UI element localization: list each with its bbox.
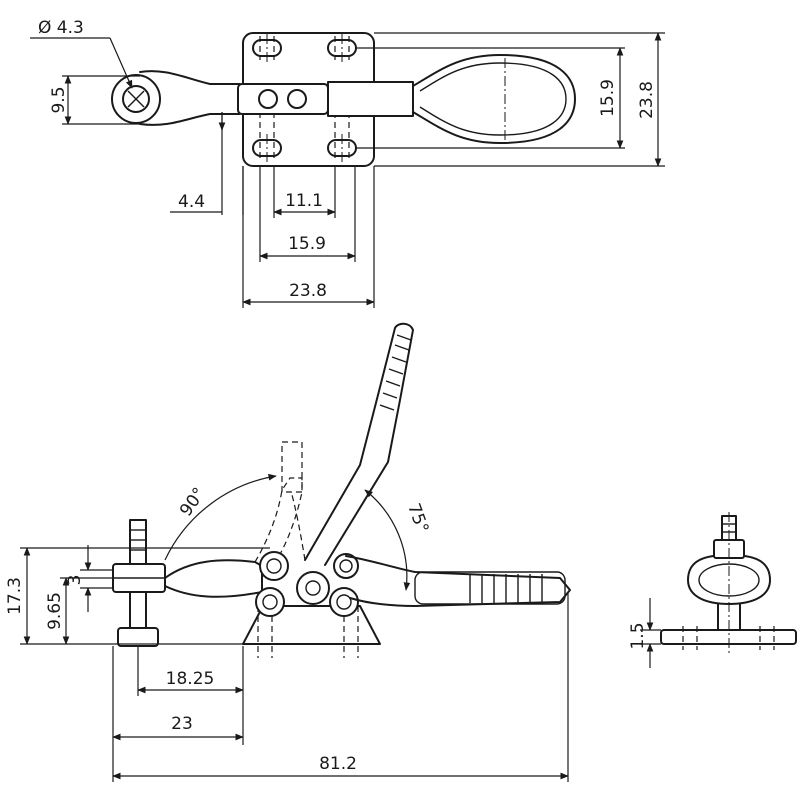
base-plate-side xyxy=(242,605,381,645)
spindle-side xyxy=(112,519,166,647)
reach-18-25-label: 18.25 xyxy=(166,669,215,689)
mounting-hole-bottom-left xyxy=(252,112,282,162)
lever-body-top xyxy=(327,81,414,117)
height-9-65-label: 9.65 xyxy=(45,592,65,630)
height-9-5-label: 9.5 xyxy=(49,86,69,113)
base-height-23-8-label: 23.8 xyxy=(637,81,657,119)
base-width-23-8-label: 23.8 xyxy=(289,281,327,301)
mounting-hole-bottom-right xyxy=(327,112,357,162)
hole-spacing-15-9-label: 15.9 xyxy=(598,79,618,117)
thickness-3-label: 3 xyxy=(65,575,85,586)
mounting-hole-top-right xyxy=(327,34,357,62)
lever-side xyxy=(345,555,571,607)
handle-loop-top xyxy=(412,54,576,144)
pivot-pins xyxy=(255,551,359,617)
reach-23-label: 23 xyxy=(171,714,193,734)
offset-4-4-label: 4.4 xyxy=(178,192,205,212)
spacing-11-1-label: 11.1 xyxy=(285,191,323,211)
overall-length-81-2-label: 81.2 xyxy=(319,754,357,774)
angle-75-label: 75° xyxy=(403,501,432,536)
hole-diameter-label: Ø 4.3 xyxy=(38,18,84,38)
side-view: 90° 75° 17.3 3 9.65 18.25 23 81.2 xyxy=(5,322,571,782)
spacing-15-9-label: 15.9 xyxy=(288,234,326,254)
end-view: 1.5 xyxy=(628,512,797,668)
height-17-3-label: 17.3 xyxy=(5,577,25,615)
mounting-hole-top-left xyxy=(252,34,282,62)
lever-open-side xyxy=(304,322,414,566)
angle-90-label: 90° xyxy=(176,484,210,520)
top-view: Ø 4.3 9.5 4.4 11.1 15.9 23.8 15.9 xyxy=(30,18,665,308)
clamp-arm-side xyxy=(164,559,263,598)
base-thickness-1-5-label: 1.5 xyxy=(628,622,648,649)
